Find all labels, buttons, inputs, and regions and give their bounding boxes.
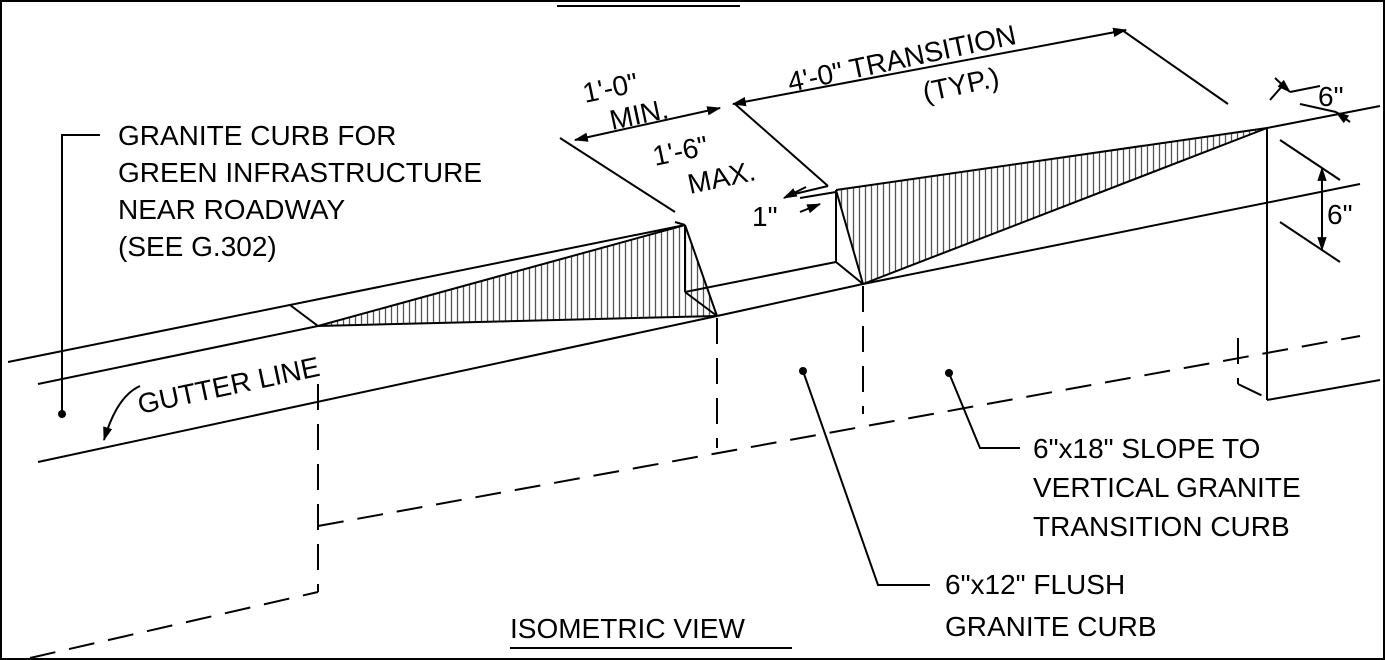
curb-body-lines: [7, 105, 1381, 463]
granite-curb-note-1: GRANITE CURB FOR: [118, 120, 396, 151]
width-dimension: [1269, 77, 1351, 124]
height-label: 6": [1327, 199, 1353, 230]
granite-curb-note-3: NEAR ROADWAY: [118, 194, 345, 225]
flush-curb-leader: [799, 367, 930, 586]
view-title: ISOMETRIC VIEW: [510, 613, 745, 644]
granite-curb-leader: [58, 134, 100, 418]
transition-curb-note-1: 6"x18" SLOPE TO: [1033, 433, 1260, 464]
gutter-line-leader: [103, 385, 141, 442]
right-slope-hatch: [836, 128, 1267, 284]
hidden-lines: [29, 286, 1361, 659]
transition-curb-leader: [945, 369, 1020, 449]
width-label: 6": [1318, 81, 1344, 112]
granite-curb-note-4: (SEE G.302): [118, 231, 277, 262]
transition-typ-label: (TYP.): [920, 61, 1002, 107]
offset-label: 1": [752, 201, 778, 232]
transition-curb-note-2: VERTICAL GRANITE: [1033, 472, 1301, 503]
transition-curb-note-3: TRANSITION CURB: [1033, 511, 1290, 542]
gap-dimension: [559, 103, 837, 213]
granite-curb-note-2: GREEN INFRASTRUCTURE: [118, 157, 482, 188]
left-slope-hatch: [318, 225, 717, 326]
offset-dimension: [782, 186, 822, 214]
transition-dimension: [731, 27, 1229, 107]
gutter-line-label: GUTTER LINE: [135, 351, 323, 420]
height-dimension: [1279, 139, 1341, 263]
flush-curb-note-2: GRANITE CURB: [945, 611, 1157, 642]
flush-curb-note-1: 6"x12" FLUSH: [945, 569, 1125, 600]
